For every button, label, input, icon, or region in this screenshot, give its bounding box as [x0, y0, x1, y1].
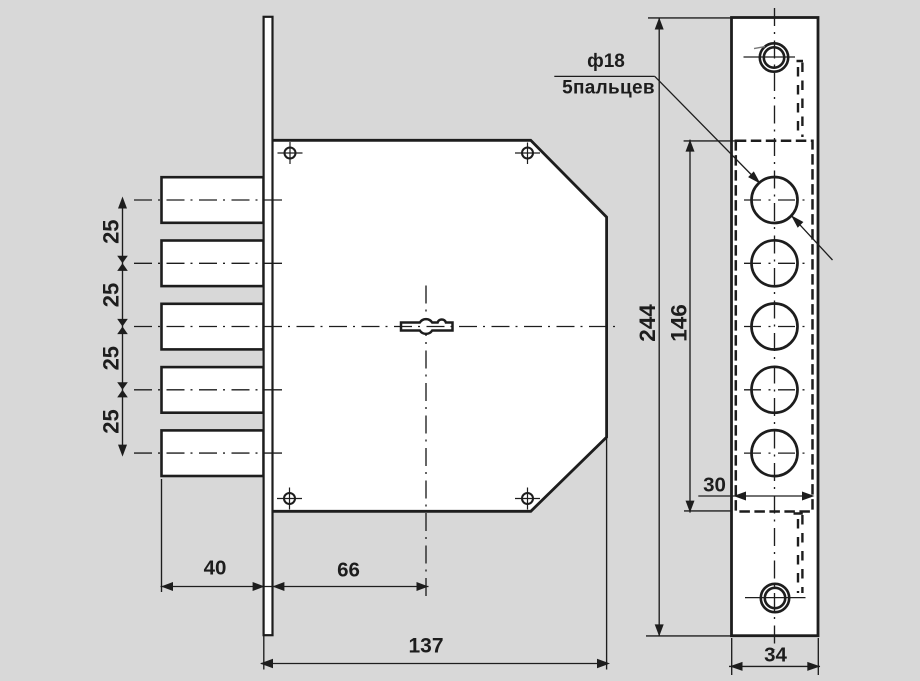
svg-text:34: 34	[764, 644, 787, 667]
svg-text:40: 40	[204, 557, 227, 580]
svg-text:5пальцев: 5пальцев	[562, 77, 655, 98]
svg-text:137: 137	[408, 635, 443, 658]
svg-text:ф18: ф18	[587, 51, 625, 72]
svg-text:146: 146	[667, 304, 692, 342]
svg-text:66: 66	[337, 559, 360, 582]
svg-text:30: 30	[703, 474, 726, 497]
svg-text:25: 25	[99, 409, 124, 433]
svg-text:244: 244	[635, 304, 660, 342]
svg-text:25: 25	[99, 346, 124, 370]
svg-text:25: 25	[99, 283, 124, 307]
svg-text:25: 25	[99, 219, 124, 243]
